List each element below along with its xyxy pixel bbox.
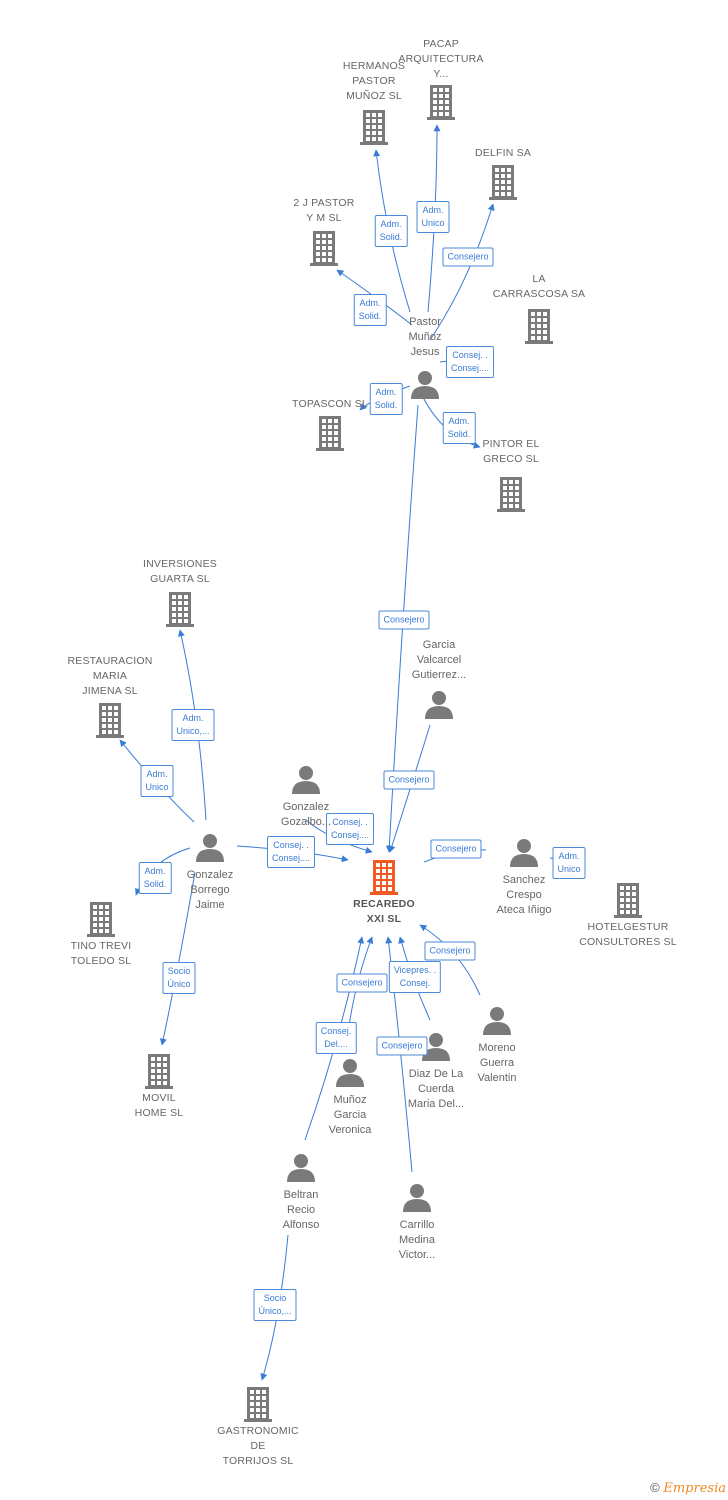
company-label[interactable]: HERMANOS PASTOR MUÑOZ SL xyxy=(342,60,406,102)
copyright-icon: © xyxy=(650,1480,660,1495)
person-label[interactable]: Moreno Guerra Valentin xyxy=(477,1042,517,1084)
company-label[interactable]: PACAP ARQUITECTURA Y... xyxy=(398,38,484,80)
person-label[interactable]: Carrillo Medina Victor... xyxy=(398,1219,436,1261)
building-icon[interactable] xyxy=(525,309,553,344)
building-icon[interactable] xyxy=(96,703,124,738)
building-icon[interactable] xyxy=(87,902,115,937)
relation-label[interactable]: Adm. Unico,... xyxy=(171,709,215,741)
relation-label[interactable]: Consejero xyxy=(430,839,482,859)
relation-label[interactable]: Adm. Solid. xyxy=(374,215,408,247)
relation-label[interactable]: Adm. Solid. xyxy=(442,412,476,444)
relation-edge xyxy=(429,203,495,341)
person-label[interactable]: Garcia Valcarcel Gutierrez... xyxy=(411,639,467,681)
person-label[interactable]: Pastor Muñoz Jesus xyxy=(408,316,442,358)
company-label[interactable]: LA CARRASCOSA SA xyxy=(492,273,586,300)
relation-label[interactable]: Consejero xyxy=(376,1036,428,1056)
building-icon[interactable] xyxy=(614,883,642,918)
building-icon[interactable] xyxy=(310,231,338,266)
company-label[interactable]: RECAREDO XXI SL xyxy=(353,898,415,925)
relation-label[interactable]: Socio Único xyxy=(162,962,196,994)
building-icon[interactable] xyxy=(489,165,517,200)
relation-label[interactable]: Consejero xyxy=(424,941,476,961)
person-label[interactable]: Sanchez Crespo Ateca Iñigo xyxy=(496,874,552,916)
company-label[interactable]: TOPASCON SL xyxy=(292,398,368,410)
person-label[interactable]: Gonzalez Borrego Jaime xyxy=(186,869,234,911)
brand-logo: Empresia xyxy=(663,1481,726,1496)
relation-label[interactable]: Consej. Del.... xyxy=(315,1022,357,1054)
person-icon[interactable] xyxy=(292,766,320,794)
company-label[interactable]: TINO TREVI TOLEDO SL xyxy=(70,940,132,967)
company-label[interactable]: 2 J PASTOR Y M SL xyxy=(293,197,355,224)
relation-edge xyxy=(159,871,196,1046)
company-label[interactable]: RESTAURACION MARIA JIMENA SL xyxy=(67,655,153,697)
person-label[interactable]: Muñoz Garcia Veronica xyxy=(328,1094,372,1136)
person-label[interactable]: Gonzalez Gozalbo... xyxy=(280,801,332,828)
company-label[interactable]: MOVIL HOME SL xyxy=(134,1092,184,1119)
person-icon[interactable] xyxy=(510,839,538,867)
building-icon[interactable] xyxy=(166,592,194,627)
person-icon[interactable] xyxy=(411,371,439,399)
relation-label[interactable]: Consejero xyxy=(336,973,388,993)
person-icon[interactable] xyxy=(287,1154,315,1182)
relation-label[interactable]: Consej. . Consej.... xyxy=(266,836,316,868)
building-icon[interactable] xyxy=(145,1054,173,1089)
building-icon[interactable] xyxy=(497,477,525,512)
building-icon[interactable] xyxy=(360,110,388,145)
person-icon[interactable] xyxy=(425,691,453,719)
person-label[interactable]: Diaz De La Cuerda Maria Del... xyxy=(407,1068,465,1110)
relation-label[interactable]: Adm. Unico xyxy=(552,847,586,879)
building-icon[interactable] xyxy=(244,1387,272,1422)
relation-label[interactable]: Adm. Solid. xyxy=(353,294,387,326)
relation-label[interactable]: Vicepres. . Consej. xyxy=(388,961,442,993)
relation-label[interactable]: Socio Único,... xyxy=(253,1289,297,1321)
relation-label[interactable]: Consejero xyxy=(383,770,435,790)
relation-label[interactable]: Adm. Unico xyxy=(416,201,450,233)
relation-label[interactable]: Consejero xyxy=(378,610,430,630)
person-icon[interactable] xyxy=(336,1059,364,1087)
focus-company-icon[interactable] xyxy=(370,860,398,895)
relation-label[interactable]: Adm. Solid. xyxy=(369,383,403,415)
company-label[interactable]: INVERSIONES GUARTA SL xyxy=(143,558,217,585)
building-icon[interactable] xyxy=(316,416,344,451)
relation-label[interactable]: Consejero xyxy=(442,247,494,267)
company-label[interactable]: HOTELGESTUR CONSULTORES SL xyxy=(579,921,677,948)
company-label[interactable]: PINTOR EL GRECO SL xyxy=(482,438,540,465)
person-label[interactable]: Beltran Recio Alfonso xyxy=(282,1189,320,1231)
relation-label[interactable]: Consej. . Consej.... xyxy=(325,813,375,845)
company-label[interactable]: GASTRONOMIC DE TORRIJOS SL xyxy=(217,1425,299,1467)
person-icon[interactable] xyxy=(196,834,224,862)
building-icon[interactable] xyxy=(427,85,455,120)
person-icon[interactable] xyxy=(403,1184,431,1212)
relation-label[interactable]: Adm. Unico xyxy=(140,765,174,797)
footer-brand[interactable]: © Empresia xyxy=(650,1480,726,1496)
relation-label[interactable]: Consej. . Consej.... xyxy=(445,346,495,378)
relation-label[interactable]: Adm. Solid. xyxy=(138,862,172,894)
company-label[interactable]: DELFIN SA xyxy=(474,147,532,159)
person-icon[interactable] xyxy=(483,1007,511,1035)
person-icon[interactable] xyxy=(422,1033,450,1061)
